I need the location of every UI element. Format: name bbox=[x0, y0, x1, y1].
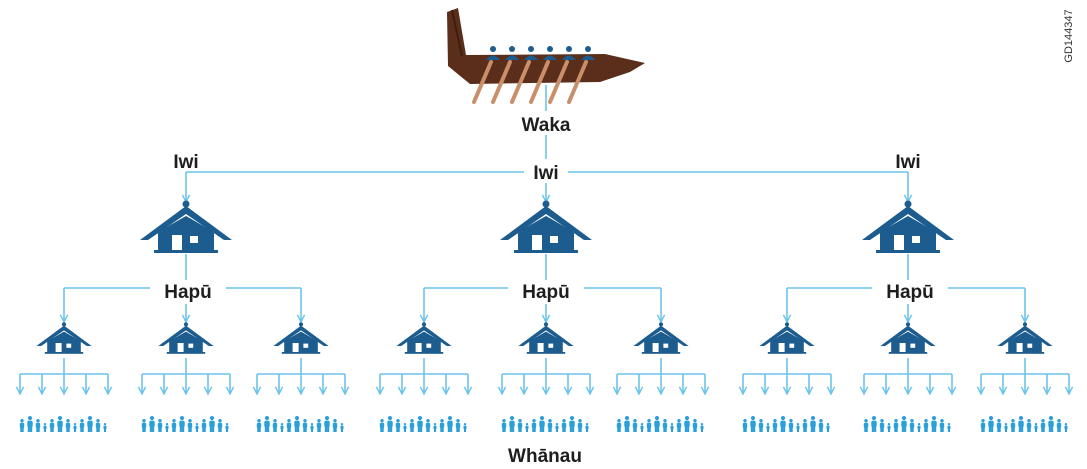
wharenui-house-icon bbox=[140, 200, 232, 253]
marae-house-icon bbox=[518, 322, 574, 354]
family-group-icon bbox=[676, 416, 704, 432]
marae-house-icon bbox=[396, 322, 452, 354]
family-group-icon bbox=[439, 416, 467, 432]
family-group-icon bbox=[141, 416, 169, 432]
family-group-icon bbox=[409, 416, 437, 432]
label-iwi-right: Iwi bbox=[895, 152, 920, 173]
family-group-icon bbox=[286, 416, 314, 432]
family-group-icon bbox=[19, 416, 47, 432]
label-iwi-center: Iwi bbox=[533, 163, 558, 184]
family-group-icon bbox=[616, 416, 644, 432]
family-group-icon bbox=[923, 416, 951, 432]
family-group-icon bbox=[256, 416, 284, 432]
waka-paddles bbox=[472, 60, 588, 104]
waka-canoe-icon bbox=[447, 8, 645, 104]
waka-hull bbox=[447, 8, 645, 84]
family-group-icon bbox=[742, 416, 770, 432]
family-group-icon bbox=[501, 416, 529, 432]
marae-house-icon bbox=[997, 322, 1053, 354]
iwi-houses bbox=[140, 200, 954, 253]
family-group-icon bbox=[802, 416, 830, 432]
marae-house-icon bbox=[158, 322, 214, 354]
whanau-groups bbox=[19, 416, 1068, 432]
label-iwi-left: Iwi bbox=[173, 152, 198, 173]
wharenui-house-icon bbox=[500, 200, 592, 253]
marae-house-icon bbox=[633, 322, 689, 354]
label-hapu-center: Hapū bbox=[522, 282, 570, 303]
hapu-houses bbox=[36, 322, 1053, 354]
family-group-icon bbox=[646, 416, 674, 432]
marae-house-icon bbox=[759, 322, 815, 354]
family-group-icon bbox=[79, 416, 107, 432]
marae-house-icon bbox=[880, 322, 936, 354]
marae-house-icon bbox=[273, 322, 329, 354]
family-group-icon bbox=[201, 416, 229, 432]
family-group-icon bbox=[1040, 416, 1068, 432]
family-group-icon bbox=[49, 416, 77, 432]
marae-house-icon bbox=[36, 322, 92, 354]
label-waka: Waka bbox=[522, 115, 571, 136]
family-group-icon bbox=[316, 416, 344, 432]
family-group-icon bbox=[893, 416, 921, 432]
family-group-icon bbox=[171, 416, 199, 432]
wharenui-house-icon bbox=[862, 200, 954, 253]
family-group-icon bbox=[772, 416, 800, 432]
family-group-icon bbox=[531, 416, 559, 432]
family-group-icon bbox=[561, 416, 589, 432]
waka-crew bbox=[486, 46, 595, 60]
family-group-icon bbox=[863, 416, 891, 432]
label-whanau: Whānau bbox=[508, 446, 582, 467]
label-hapu-right: Hapū bbox=[886, 282, 934, 303]
family-group-icon bbox=[980, 416, 1008, 432]
family-group-icon bbox=[1010, 416, 1038, 432]
label-hapu-left: Hapū bbox=[164, 282, 212, 303]
family-group-icon bbox=[379, 416, 407, 432]
figure-id: GD144347 bbox=[1063, 9, 1075, 62]
